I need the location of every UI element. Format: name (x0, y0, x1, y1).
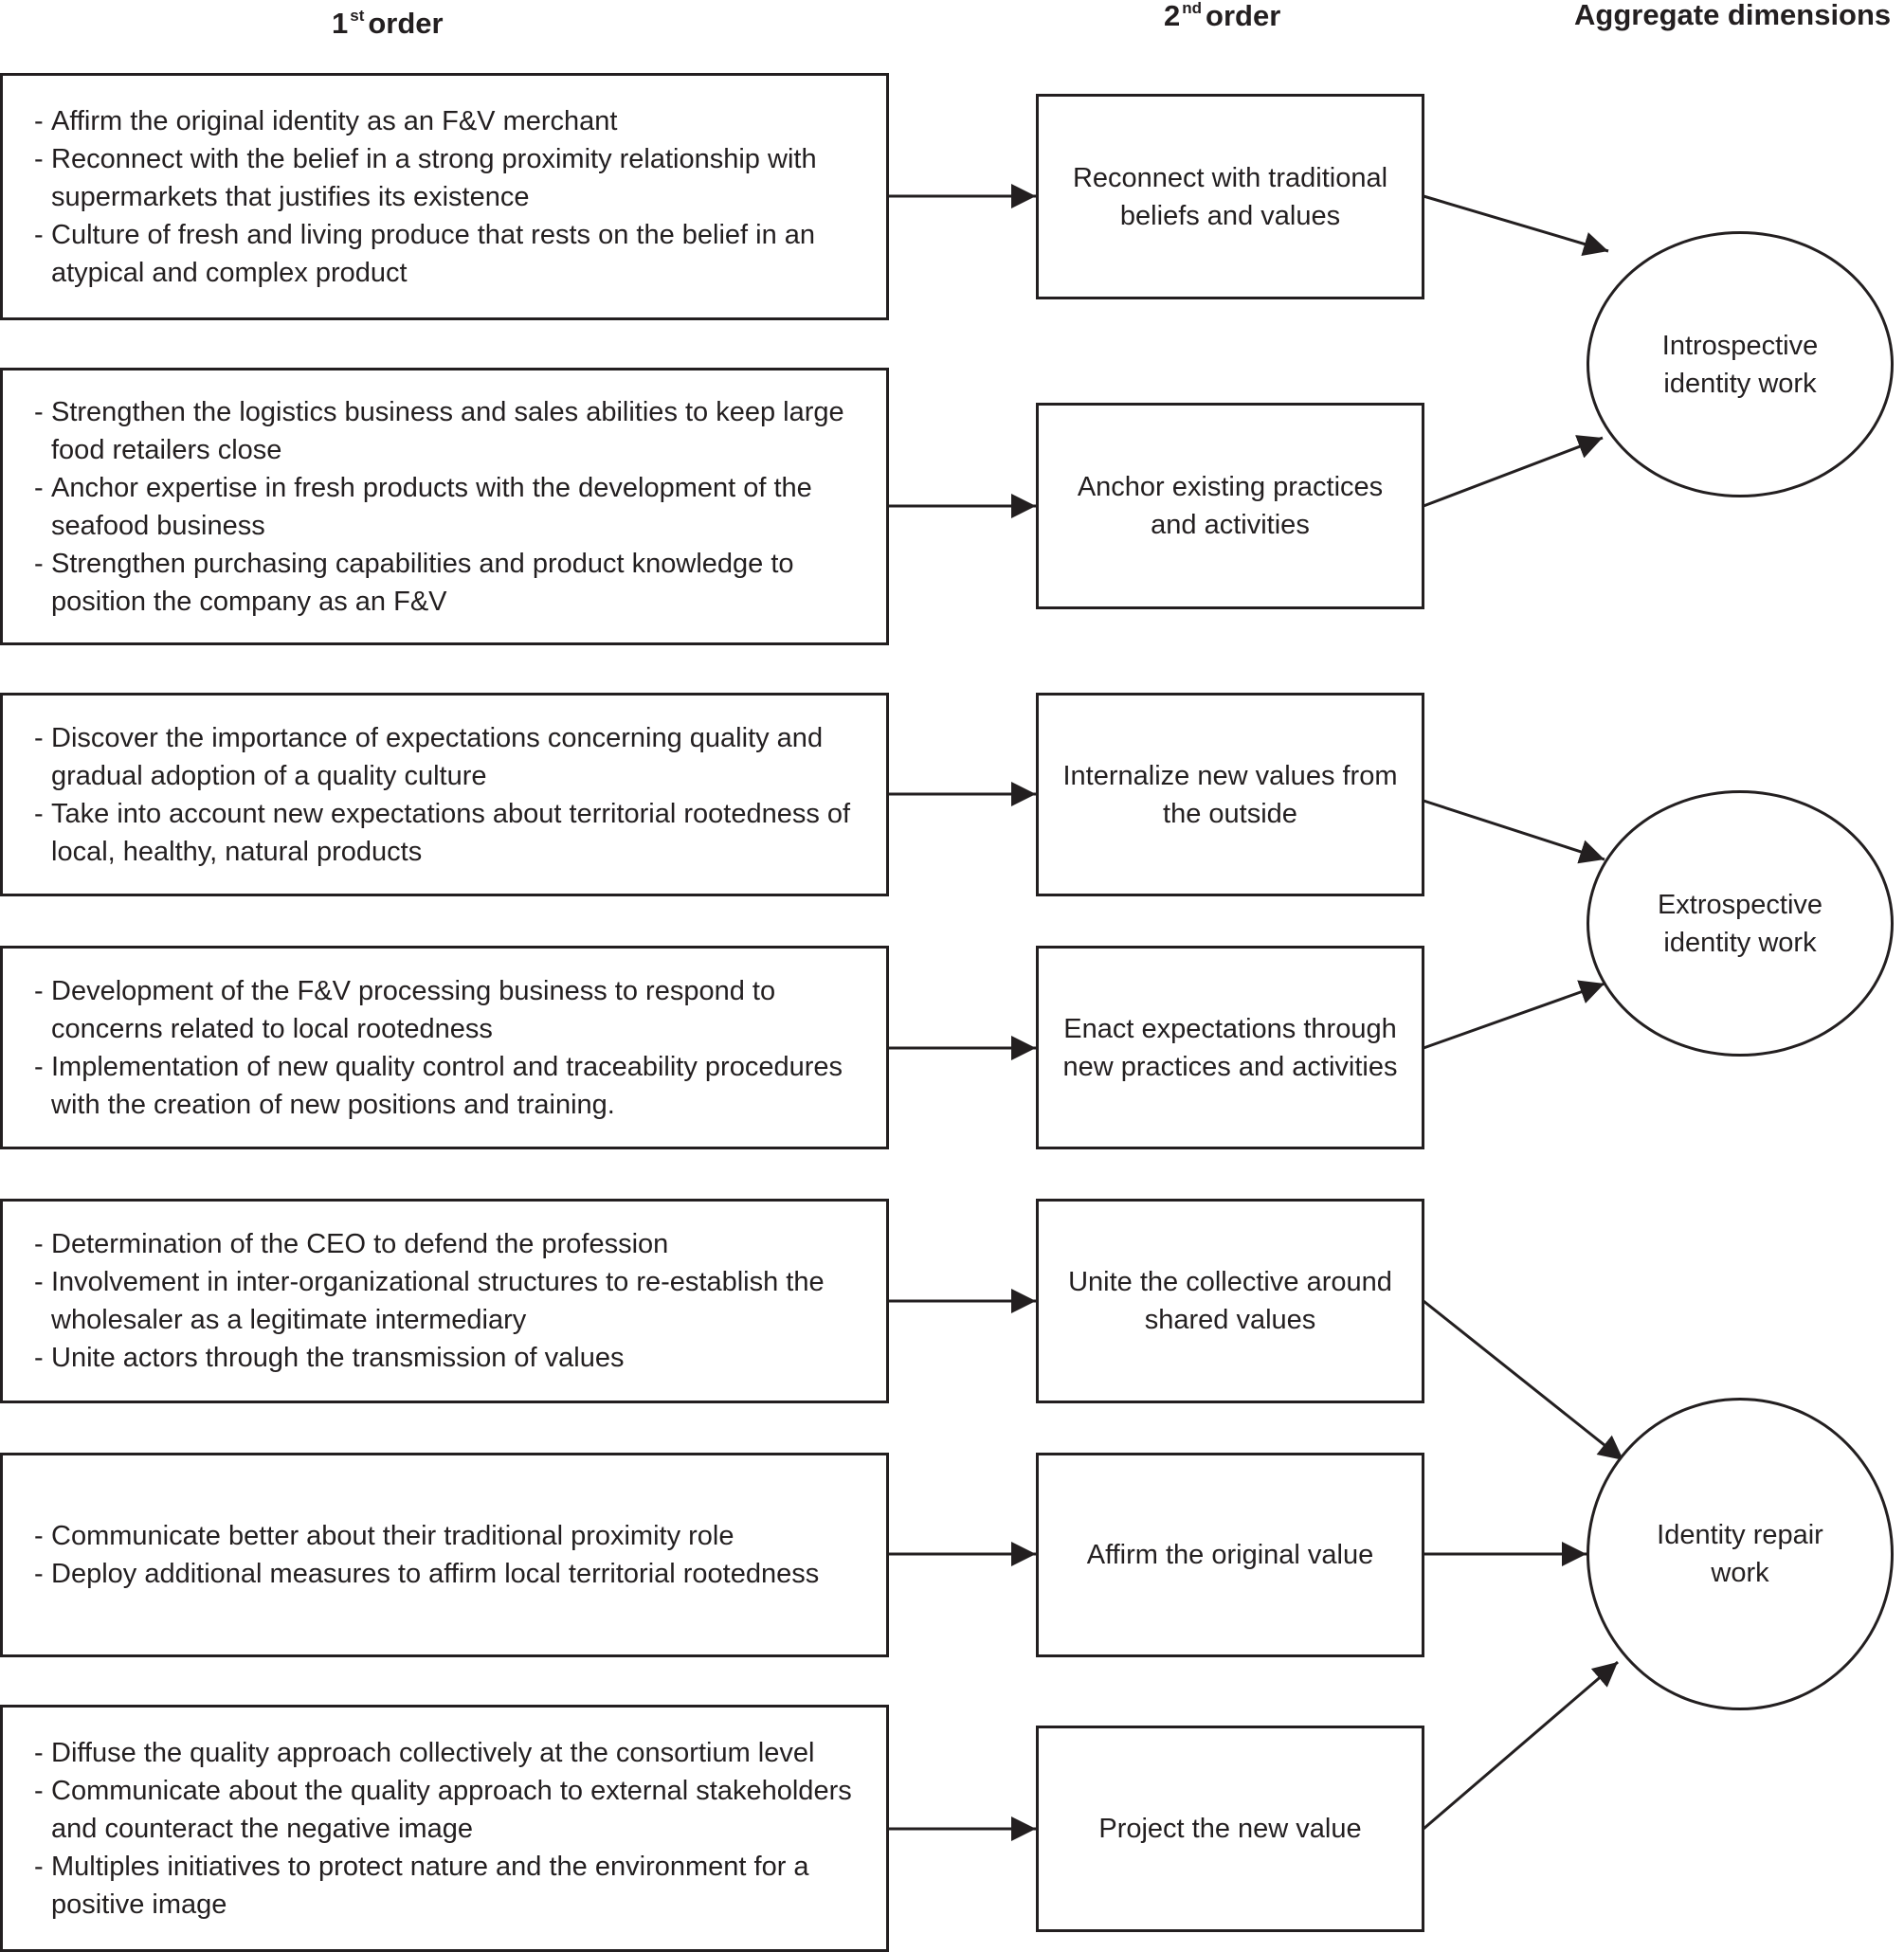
first-order-item: -Multiples initiatives to protect nature… (34, 1851, 809, 1920)
second-order-box-1: Reconnect with traditional beliefs and v… (1036, 94, 1424, 299)
first-order-item: -Strengthen purchasing capabilities and … (34, 548, 794, 617)
second-order-box-7: Project the new value (1036, 1726, 1424, 1932)
first-order-item: -Strengthen the logistics business and s… (34, 396, 844, 465)
first-order-box-4: -Development of the F&V processing busin… (0, 946, 889, 1149)
arrow-second-to-aggregate-2 (1423, 435, 1604, 508)
first-order-item: -Determination of the CEO to defend the … (34, 1229, 669, 1259)
first-order-item: -Involvement in inter-organizational str… (34, 1267, 825, 1335)
arrow-second-to-aggregate-7 (1423, 1660, 1619, 1831)
first-order-box-1: -Affirm the original identity as an F&V … (0, 73, 889, 320)
first-order-box-3: -Discover the importance of expectations… (0, 693, 889, 896)
header-aggregate-dimensions: Aggregate dimensions (1574, 0, 1892, 31)
first-order-box-6: -Communicate better about their traditio… (0, 1453, 889, 1657)
first-order-box-5: -Determination of the CEO to defend the … (0, 1199, 889, 1403)
second-order-box-3: Internalize new values from the outside (1036, 693, 1424, 896)
aggregate-circle-introspective: Introspective identity work (1587, 231, 1894, 497)
second-order-box-6: Affirm the original value (1036, 1453, 1424, 1657)
aggregate-circle-extrospective: Extrospective identity work (1587, 790, 1894, 1057)
first-order-box-7: -Diffuse the quality approach collective… (0, 1705, 889, 1952)
arrow-second-to-aggregate-1 (1423, 194, 1609, 257)
first-order-item: -Deploy additional measures to affirm lo… (34, 1559, 820, 1589)
second-order-box-4: Enact expectations through new practices… (1036, 946, 1424, 1149)
arrow-second-to-aggregate-5 (1423, 1299, 1624, 1462)
first-order-item: -Reconnect with the belief in a strong p… (34, 143, 817, 212)
first-order-item: -Communicate about the quality approach … (34, 1775, 852, 1844)
arrow-second-to-aggregate-3 (1423, 799, 1605, 864)
first-order-box-2: -Strengthen the logistics business and s… (0, 368, 889, 645)
first-order-item: -Discover the importance of expectations… (34, 722, 824, 791)
first-order-item: -Take into account new expectations abou… (34, 798, 851, 867)
aggregate-circle-identity-repair: Identity repair work (1587, 1398, 1894, 1710)
second-order-box-2: Anchor existing practices and activities (1036, 403, 1424, 609)
first-order-item: -Implementation of new quality control a… (34, 1051, 843, 1120)
first-order-item: -Affirm the original identity as an F&V … (34, 105, 618, 136)
arrow-second-to-aggregate-4 (1423, 980, 1605, 1050)
first-order-item: -Communicate better about their traditio… (34, 1521, 734, 1551)
first-order-item: -Diffuse the quality approach collective… (34, 1737, 815, 1768)
first-order-item: -Development of the F&V processing busin… (34, 975, 776, 1044)
first-order-item: -Unite actors through the transmission o… (34, 1343, 625, 1373)
first-order-item: -Anchor expertise in fresh products with… (34, 472, 812, 541)
first-order-item: -Culture of fresh and living produce tha… (34, 219, 816, 288)
second-order-box-5: Unite the collective around shared value… (1036, 1199, 1424, 1403)
